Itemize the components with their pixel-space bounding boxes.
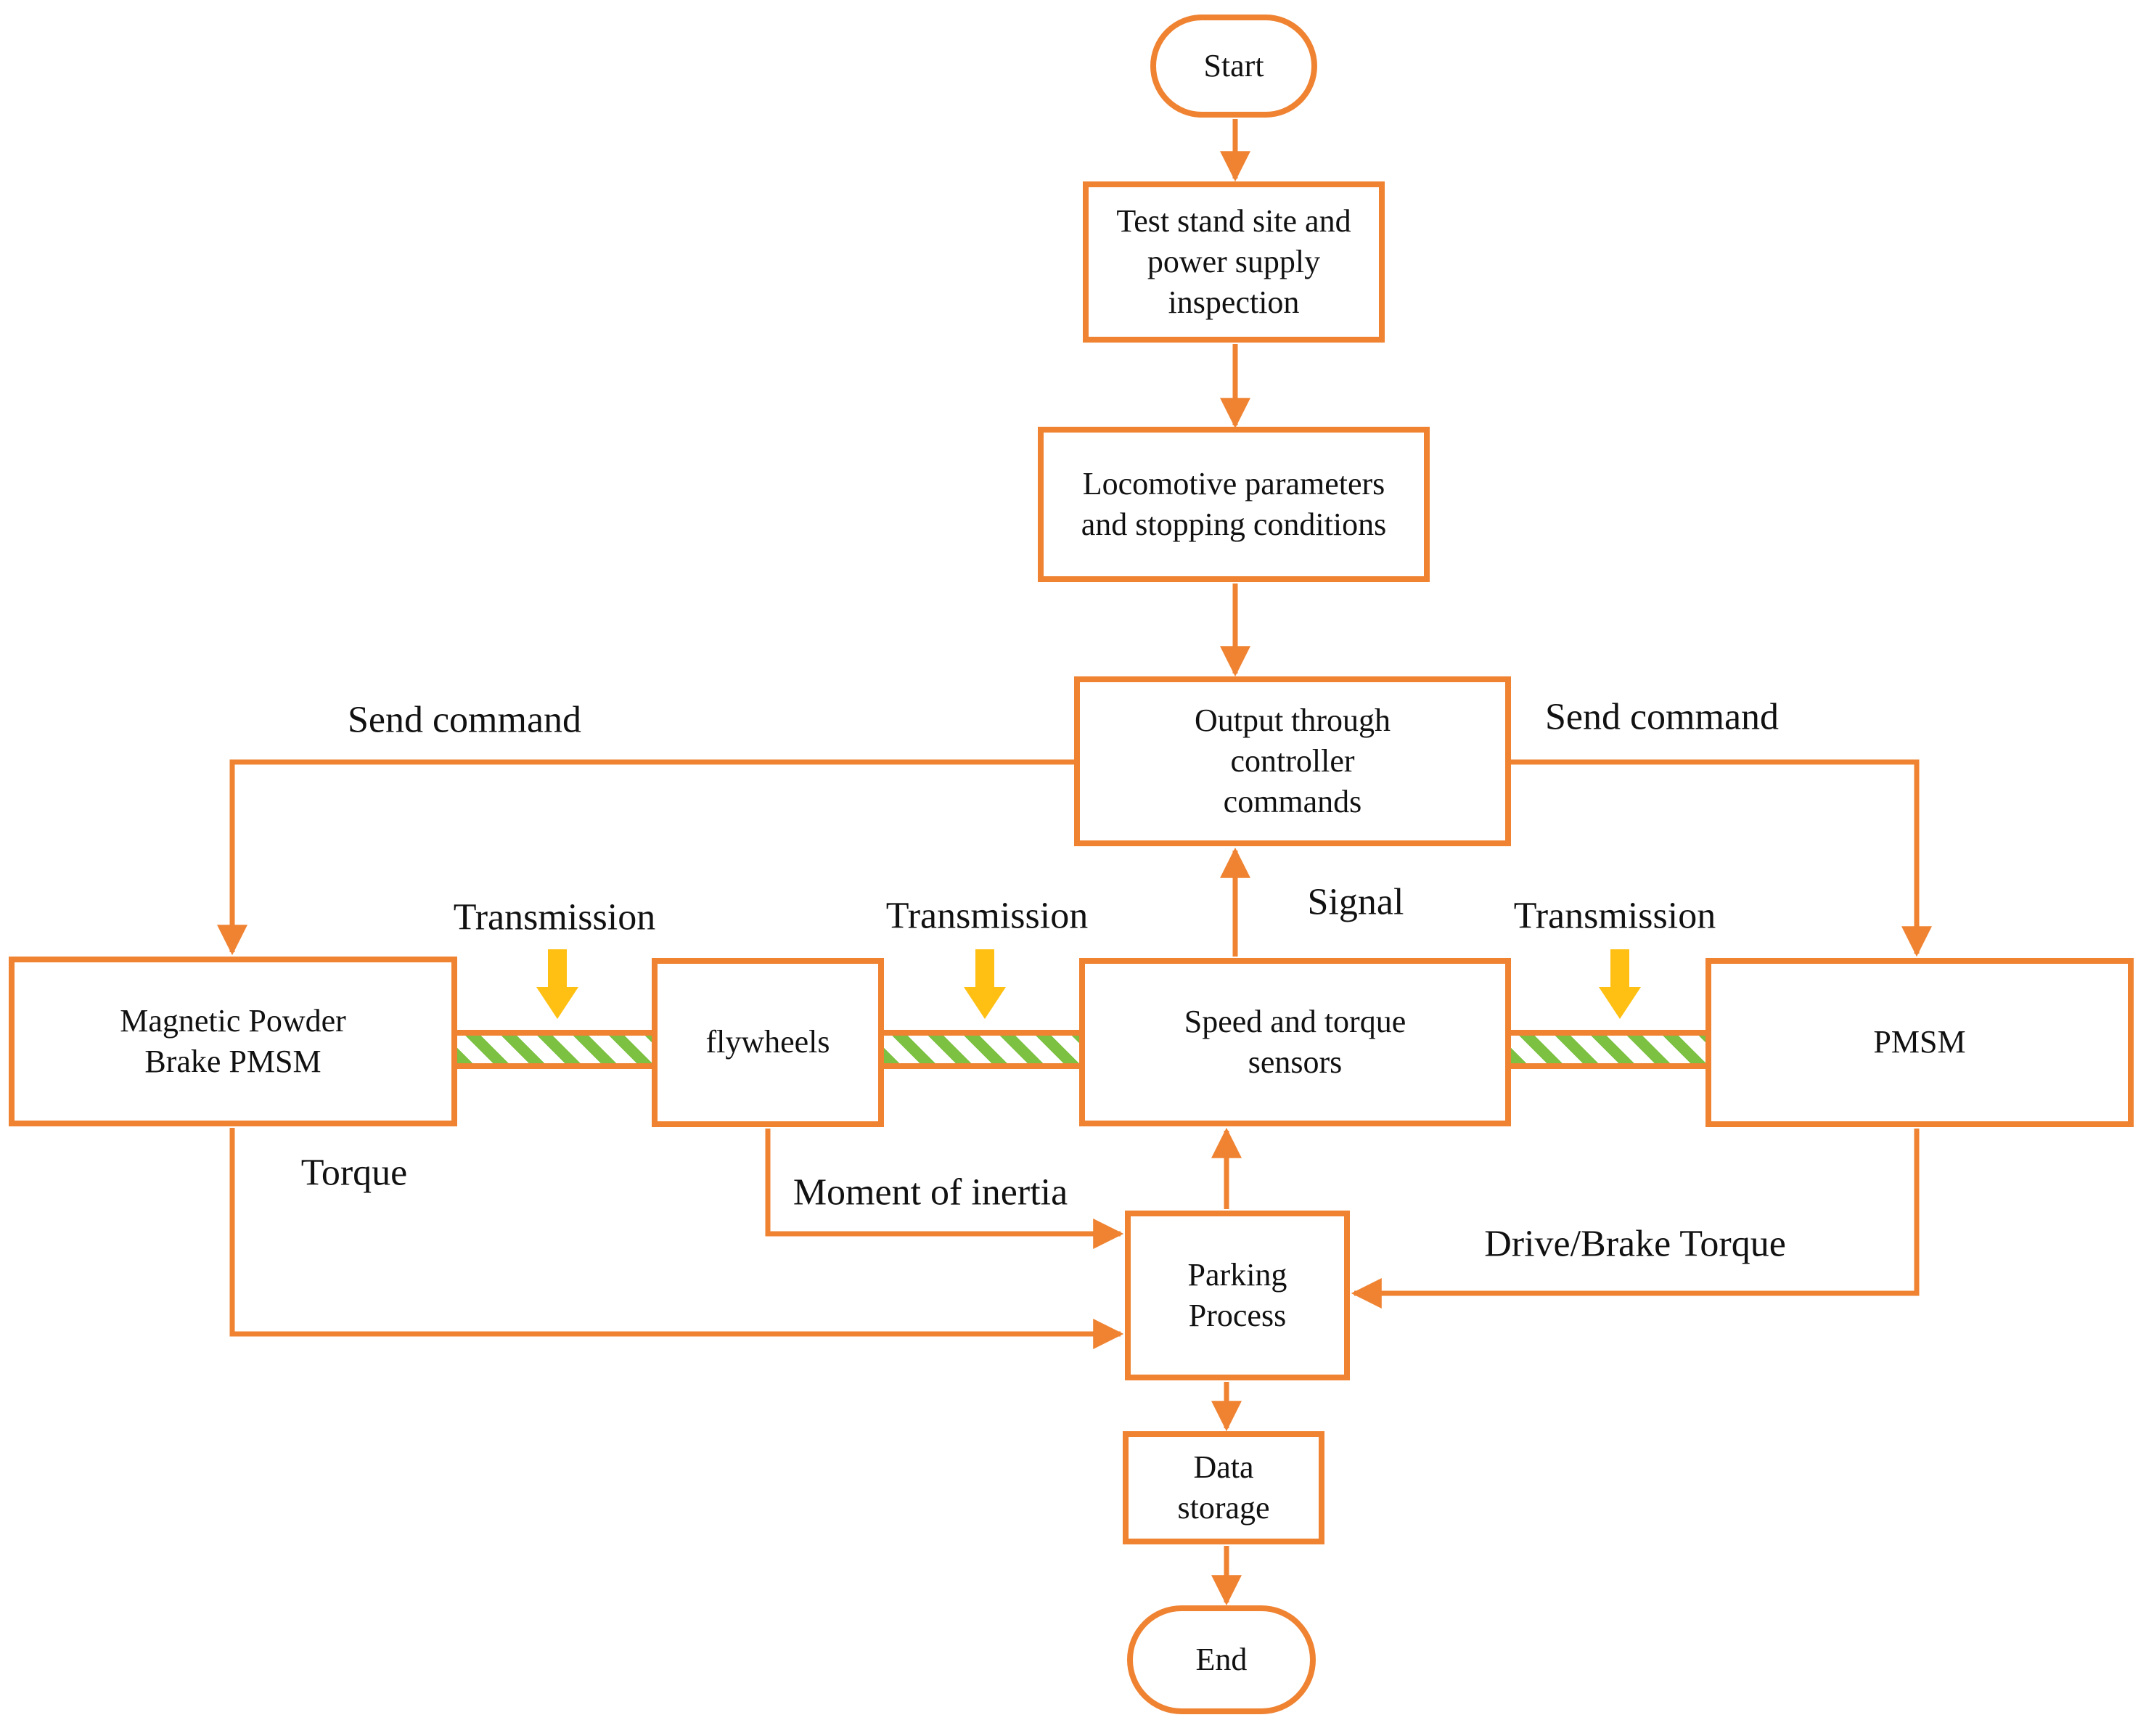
- node-flywheels: flywheels: [652, 958, 884, 1127]
- node-output-label: Output through controller commands: [1194, 702, 1391, 820]
- shaft-coupling-middle: [884, 1030, 1079, 1069]
- node-speed-torque-sensors: Speed and torque sensors: [1079, 958, 1511, 1126]
- shaft-coupling-right: [1511, 1030, 1705, 1069]
- node-end: End: [1127, 1605, 1316, 1714]
- transmission-arrow-icon-3: [1599, 949, 1641, 1019]
- node-data-storage: Data storage: [1123, 1431, 1324, 1544]
- transmission-arrow-icon-2: [964, 949, 1006, 1019]
- node-sensors-label: Speed and torque sensors: [1184, 1003, 1406, 1080]
- node-end-label: End: [1195, 1641, 1248, 1677]
- edge-label-drive-brake-torque: Drive/Brake Torque: [1484, 1223, 1786, 1265]
- node-output-controller-commands: Output through controller commands: [1074, 676, 1511, 846]
- node-flywheels-label: flywheels: [705, 1024, 830, 1060]
- node-test-stand-label: Test stand site and power supply inspect…: [1116, 202, 1351, 321]
- node-magnetic-powder-brake-pmsm: Magnetic Powder Brake PMSM: [9, 957, 457, 1126]
- node-parking-label: Parking Process: [1187, 1256, 1287, 1333]
- edge-label-transmission-3: Transmission: [1513, 895, 1716, 937]
- node-test-stand-inspection: Test stand site and power supply inspect…: [1083, 181, 1385, 343]
- edge-label-send-command-right: Send command: [1544, 696, 1780, 738]
- node-start-label: Start: [1203, 47, 1264, 83]
- edge-send-command-right-arrow: [1511, 759, 1932, 957]
- shaft-coupling-left: [457, 1030, 652, 1069]
- edge-send-command-left-arrow: [217, 759, 1074, 956]
- edge-drive-brake-to-parking-arrow: [1351, 1129, 1920, 1309]
- node-pmsm-label: PMSM: [1873, 1024, 1966, 1060]
- edge-label-transmission-1: Transmission: [453, 896, 656, 938]
- node-magnetic-brake-label: Magnetic Powder Brake PMSM: [120, 1002, 346, 1079]
- edge-label-transmission-2: Transmission: [885, 895, 1089, 937]
- node-parking-process: Parking Process: [1125, 1211, 1350, 1380]
- edge-moment-to-parking-arrow: [765, 1129, 1124, 1249]
- node-pmsm: PMSM: [1705, 958, 2134, 1127]
- node-locomotive-label: Locomotive parameters and stopping condi…: [1081, 465, 1387, 542]
- edge-label-send-command-left: Send command: [347, 699, 582, 741]
- edge-label-moment-of-inertia: Moment of inertia: [793, 1171, 1068, 1213]
- node-locomotive-parameters: Locomotive parameters and stopping condi…: [1038, 427, 1430, 582]
- edge-label-signal: Signal: [1307, 881, 1404, 923]
- node-start: Start: [1150, 15, 1317, 118]
- node-data-storage-label: Data storage: [1177, 1449, 1270, 1526]
- edge-label-torque: Torque: [300, 1152, 408, 1194]
- edge-torque-to-parking-arrow: [229, 1128, 1124, 1349]
- transmission-arrow-icon-1: [536, 949, 578, 1019]
